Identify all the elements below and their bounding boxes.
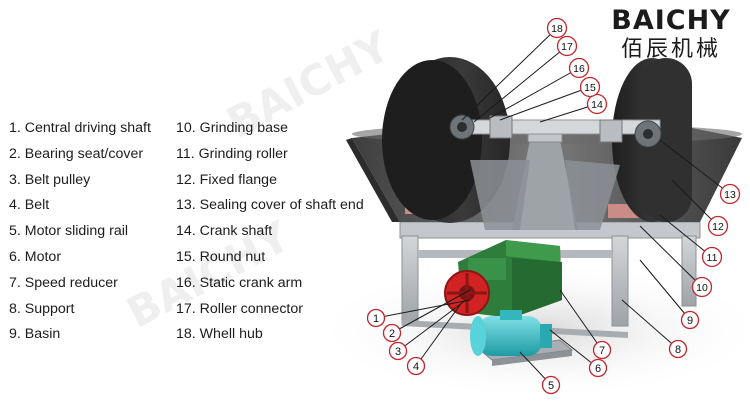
callout-15: 15 — [579, 76, 601, 98]
svg-text:15: 15 — [584, 82, 596, 94]
callout-6: 6 — [588, 358, 608, 378]
legend-item: 14. Crank shaft — [176, 223, 273, 240]
legend-left: 1. Central driving shaft 2. Bearing seat… — [9, 116, 151, 348]
brand-logo: BAICHY 佰辰机械 — [598, 6, 744, 64]
callout-7: 7 — [592, 340, 612, 360]
callout-14: 14 — [586, 93, 608, 115]
callout-13: 13 — [719, 183, 741, 205]
callout-18: 18 — [546, 17, 568, 39]
callout-5: 5 — [541, 375, 561, 395]
callout-11: 11 — [701, 246, 723, 268]
brand-chinese-name: 佰辰机械 — [620, 37, 721, 62]
svg-text:13: 13 — [724, 189, 736, 201]
leader-lines — [375, 27, 731, 386]
belt-pulley — [444, 270, 490, 316]
callout-3: 3 — [388, 341, 408, 361]
legend-item: 4. Belt — [9, 197, 50, 214]
svg-text:18: 18 — [551, 23, 563, 35]
legend-item: 15. Round nut — [176, 248, 266, 265]
legend-item: 16. Static crank arm — [176, 274, 303, 291]
callout-12: 12 — [707, 215, 729, 237]
motor — [470, 310, 552, 356]
legend-item: 13. Sealing cover of shaft end — [176, 197, 364, 214]
svg-text:17: 17 — [561, 41, 573, 53]
svg-text:8: 8 — [675, 344, 681, 356]
callout-4: 4 — [406, 356, 426, 376]
legend-item: 10. Grinding base — [176, 120, 288, 136]
callout-2: 2 — [382, 323, 402, 343]
svg-text:11: 11 — [707, 252, 718, 264]
legend-item: 7. Speed reducer — [9, 274, 118, 291]
legend-right: 10. Grinding base 11. Grinding roller 12… — [176, 116, 364, 348]
callout-9: 9 — [680, 310, 700, 330]
legend-item: 1. Central driving shaft — [9, 120, 151, 136]
svg-text:5: 5 — [548, 380, 554, 392]
svg-text:6: 6 — [595, 363, 601, 375]
svg-text:2: 2 — [389, 328, 395, 340]
legend-item: 18. Whell hub — [176, 326, 263, 343]
crank-shaft — [449, 114, 662, 148]
legend-item: 9. Basin — [9, 326, 61, 343]
callout-10: 10 — [691, 276, 713, 298]
brand-name: BAICHY — [611, 5, 731, 36]
callouts: 1 2 3 4 5 6 7 8 9 10 11 12 13 14 15 16 1… — [366, 17, 741, 395]
svg-text:3: 3 — [395, 346, 401, 358]
svg-text:10: 10 — [696, 282, 708, 294]
svg-text:9: 9 — [687, 315, 693, 327]
legend-item: 8. Support — [9, 300, 75, 317]
svg-text:4: 4 — [413, 361, 419, 373]
svg-text:12: 12 — [712, 221, 724, 233]
legend-item: 12. Fixed flange — [176, 171, 277, 188]
svg-text:14: 14 — [591, 99, 603, 111]
callout-8: 8 — [668, 339, 688, 359]
legend-item: 17. Roller connector — [176, 300, 303, 317]
callout-1: 1 — [366, 308, 386, 328]
callout-17: 17 — [556, 35, 578, 57]
svg-text:16: 16 — [573, 63, 585, 75]
legend-item: 11. Grinding roller — [176, 145, 288, 162]
legend-item: 2. Bearing seat/cover — [9, 145, 144, 162]
svg-text:7: 7 — [599, 345, 605, 357]
svg-text:1: 1 — [373, 313, 379, 325]
legend-item: 6. Motor — [9, 248, 62, 265]
legend-item: 3. Belt pulley — [9, 171, 91, 188]
legend-item: 5. Motor sliding rail — [9, 223, 129, 240]
callout-16: 16 — [568, 57, 590, 79]
